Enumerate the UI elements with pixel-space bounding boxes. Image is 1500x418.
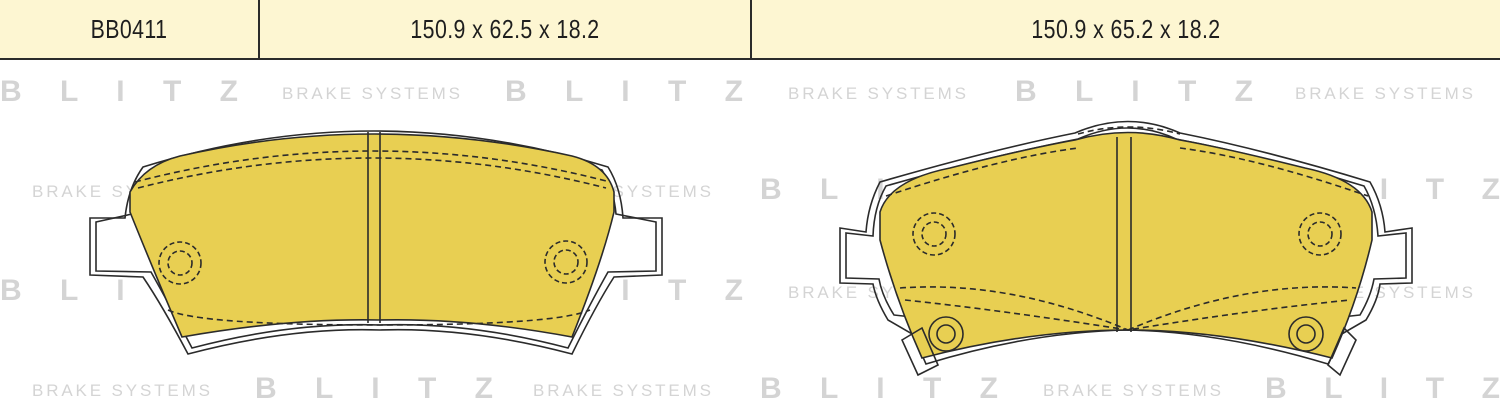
friction-material [129, 133, 615, 338]
watermark-tagline: BRAKE SYSTEMS [788, 84, 966, 103]
watermark-brand: B L I T Z [1265, 372, 1500, 405]
dimension-right: 150.9 x 65.2 x 18.2 [1031, 13, 1221, 44]
watermark-brand: B L I T Z [1015, 75, 1253, 108]
wear-indicator-circle [912, 212, 1342, 256]
header-divider [750, 0, 752, 58]
watermark-tagline: BRAKE SYSTEMS [533, 381, 711, 400]
header-divider [258, 0, 260, 58]
brake-pad-right [839, 120, 1413, 377]
watermark-tagline: BRAKE SYSTEMS [282, 84, 460, 103]
watermark-tagline: BRAKE SYSTEMS [32, 381, 210, 400]
spec-header: BB0411 150.9 x 62.5 x 18.2 150.9 x 65.2 … [0, 0, 1500, 60]
backing-plate-outline [89, 130, 663, 355]
watermark-tagline: BRAKE SYSTEMS [1043, 381, 1221, 400]
dashed-edge-top [134, 150, 611, 183]
watermark-tagline: BRAKE SYSTEMS [1295, 84, 1473, 103]
dashed-edge-bottom [167, 309, 591, 326]
wear-indicator-tab [1327, 326, 1357, 377]
dashed-edge-bottom [899, 286, 1129, 331]
dashed-edge-bottom [1127, 286, 1357, 331]
watermark-brand: B L I T Z [505, 75, 743, 108]
dashed-edge-top [137, 157, 607, 189]
dimension-left: 150.9 x 62.5 x 18.2 [410, 13, 600, 44]
watermark-brand: B L I T Z [255, 372, 493, 405]
wear-indicator-tab [900, 326, 940, 377]
mounting-hole [928, 316, 1324, 352]
part-number: BB0411 [90, 13, 168, 44]
brake-pad-drawing: B L I T Z BRAKE SYSTEMS B L I T Z BRAKE … [0, 75, 1500, 405]
watermark-brand: B L I T Z [0, 75, 238, 108]
brake-pad-left [89, 130, 663, 355]
wear-indicator-circle [158, 240, 588, 285]
watermark-brand: B L I T Z [760, 372, 998, 405]
backing-plate-inner [845, 127, 1407, 327]
dashed-edge-top [1077, 126, 1181, 135]
friction-material [879, 131, 1373, 359]
